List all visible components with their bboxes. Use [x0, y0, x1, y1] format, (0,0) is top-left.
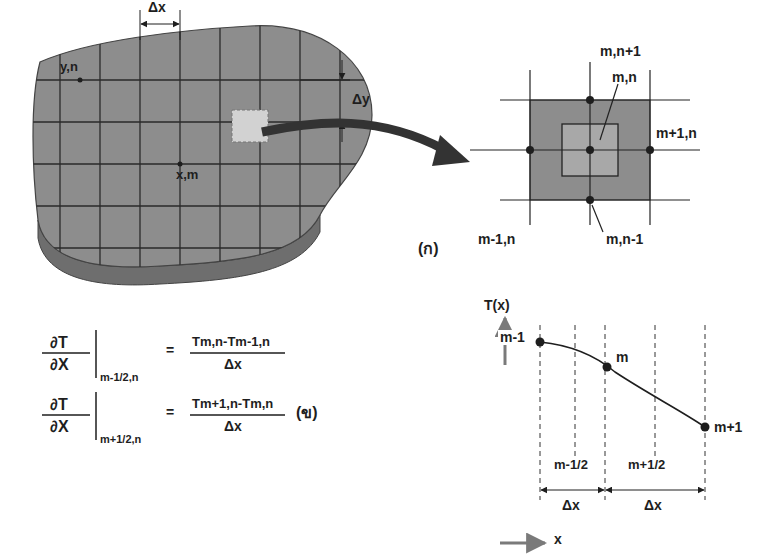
node-label: m,n+1	[600, 44, 641, 59]
derivative-top: ∂T	[50, 396, 68, 414]
derivative-top: ∂T	[50, 334, 68, 352]
point-label: m+1	[712, 420, 744, 435]
dimension-label: Δx	[148, 0, 166, 15]
node-label: m,n	[612, 70, 637, 85]
half-point-label: m-1/2	[552, 458, 590, 472]
derivative-bottom: ∂X	[50, 356, 69, 374]
subscript-label: m-1/2,n	[100, 371, 139, 383]
figure-label: (ข)	[296, 404, 318, 422]
node-label: m+1,n	[656, 126, 697, 141]
point-label: m-1	[498, 330, 527, 345]
difference-numerator: Tm,n-Tm-1,n	[192, 335, 270, 349]
dimension-label: Δx	[642, 498, 664, 513]
subscript-label: m+1/2,n	[100, 433, 141, 445]
node-label: m-1,n	[478, 232, 515, 247]
node-label: m,n-1	[606, 232, 643, 247]
axis-label: T(x)	[484, 298, 510, 313]
dimension-label: Δy	[352, 92, 370, 107]
derivative-bottom: ∂X	[50, 418, 69, 436]
axis-label: x	[554, 532, 562, 547]
figure-label: (ก)	[418, 240, 439, 258]
equals-sign: =	[166, 405, 174, 420]
point-label: m	[614, 350, 630, 365]
node-label: y,n	[60, 60, 78, 74]
half-point-label: m+1/2	[626, 458, 667, 472]
node-label: x,m	[176, 168, 198, 182]
difference-denominator: Δx	[224, 357, 242, 372]
difference-denominator: Δx	[224, 419, 242, 434]
equals-sign: =	[166, 343, 174, 358]
dimension-label: Δx	[560, 498, 582, 513]
difference-numerator: Tm+1,n-Tm,n	[192, 397, 273, 411]
